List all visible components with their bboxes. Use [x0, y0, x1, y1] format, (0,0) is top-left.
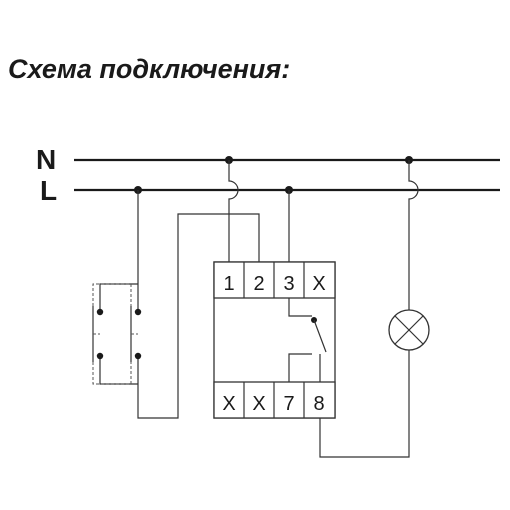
lamp-icon — [388, 309, 430, 351]
wire-lamp-to-terminal8 — [319, 350, 410, 458]
relay-bottom-terminal-row — [213, 381, 336, 419]
terminal-x-bottom-1-label: X — [222, 393, 235, 415]
push-button-left — [92, 306, 104, 362]
switch-mechanical-link — [92, 283, 132, 385]
wire-n-to-lamp — [408, 160, 419, 310]
wire-switch-left-top — [99, 283, 138, 312]
terminal-x-top-label: X — [312, 273, 325, 295]
wire-n-to-terminal1 — [228, 160, 239, 262]
terminal-3-label: 3 — [283, 273, 294, 295]
page-title: Схема подключения: — [8, 54, 290, 84]
terminal-7-label: 7 — [283, 393, 294, 415]
live-bus-label: L — [40, 175, 57, 206]
relay-internal-contact — [288, 298, 327, 382]
terminal-x-bottom-2-label: X — [252, 393, 265, 415]
wire-switches-to-terminal2 — [137, 213, 260, 419]
neutral-bus-label: N — [36, 144, 56, 175]
terminal-8-label: 8 — [313, 393, 324, 415]
terminal-2-label: 2 — [253, 273, 264, 295]
terminal-1-label: 1 — [223, 273, 234, 295]
wire-switch-left-bottom — [99, 356, 138, 385]
push-button-right — [130, 306, 142, 362]
relay-top-terminal-row — [213, 261, 336, 299]
